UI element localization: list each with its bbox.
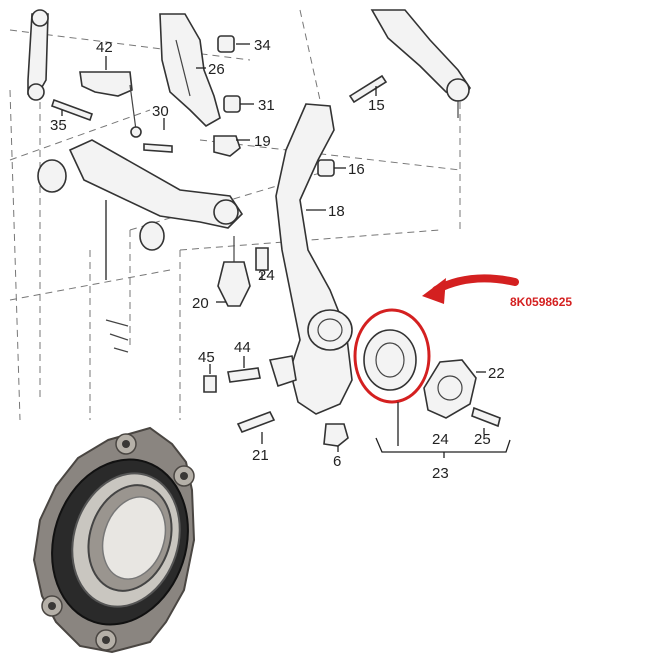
label-45: 45 bbox=[198, 349, 215, 366]
label-23: 23 bbox=[432, 465, 449, 482]
label-15: 15 bbox=[368, 97, 385, 114]
label-35: 35 bbox=[50, 117, 67, 134]
ball-joint-20 bbox=[217, 236, 251, 307]
part-number-label: 8K0598625 bbox=[510, 295, 572, 309]
upper-control-arm bbox=[370, 9, 471, 118]
leader-lines bbox=[61, 43, 511, 458]
label-31: 31 bbox=[258, 97, 275, 114]
label-19: 19 bbox=[254, 133, 271, 150]
label-26: 26 bbox=[208, 61, 225, 78]
nut-34 bbox=[217, 35, 235, 53]
nut-16 bbox=[317, 159, 335, 177]
hub-22 bbox=[423, 359, 501, 428]
highlight-circle bbox=[353, 308, 431, 404]
sensor-44-and-bolt-45 bbox=[105, 319, 261, 393]
nut-19 bbox=[213, 135, 241, 157]
stabilizer-link bbox=[27, 9, 49, 101]
label-20: 20 bbox=[192, 295, 209, 312]
bolt-35 bbox=[50, 98, 94, 122]
label-16: 16 bbox=[348, 161, 365, 178]
bearing-photo bbox=[32, 426, 196, 654]
red-arrow bbox=[422, 274, 519, 304]
label-42: 42 bbox=[96, 39, 113, 56]
bolt-15 bbox=[348, 74, 388, 104]
steering-knuckle-18 bbox=[268, 103, 353, 415]
label-21: 21 bbox=[252, 447, 269, 464]
part-26-arm bbox=[159, 13, 221, 127]
label-34: 34 bbox=[254, 37, 271, 54]
bolt-24-left bbox=[255, 247, 269, 271]
label-22: 22 bbox=[488, 365, 505, 382]
bracket-42 bbox=[79, 71, 142, 138]
fasteners-top bbox=[50, 35, 388, 177]
label-6: 6 bbox=[333, 453, 341, 470]
label-25: 25 bbox=[474, 431, 491, 448]
bolt-21-and-nut-6 bbox=[236, 410, 349, 447]
label-18: 18 bbox=[328, 203, 345, 220]
wheel-bearing bbox=[353, 308, 431, 404]
label-24-upper: 24 bbox=[258, 267, 275, 284]
lower-control-arm bbox=[37, 139, 244, 251]
nut-31 bbox=[223, 95, 241, 113]
label-24-lower: 24 bbox=[432, 431, 449, 448]
bolt-30 bbox=[143, 143, 173, 153]
label-30: 30 bbox=[152, 103, 169, 120]
label-44: 44 bbox=[234, 339, 251, 356]
part-labels: 42 34 26 31 15 35 30 19 16 18 24 20 45 4… bbox=[50, 37, 572, 482]
